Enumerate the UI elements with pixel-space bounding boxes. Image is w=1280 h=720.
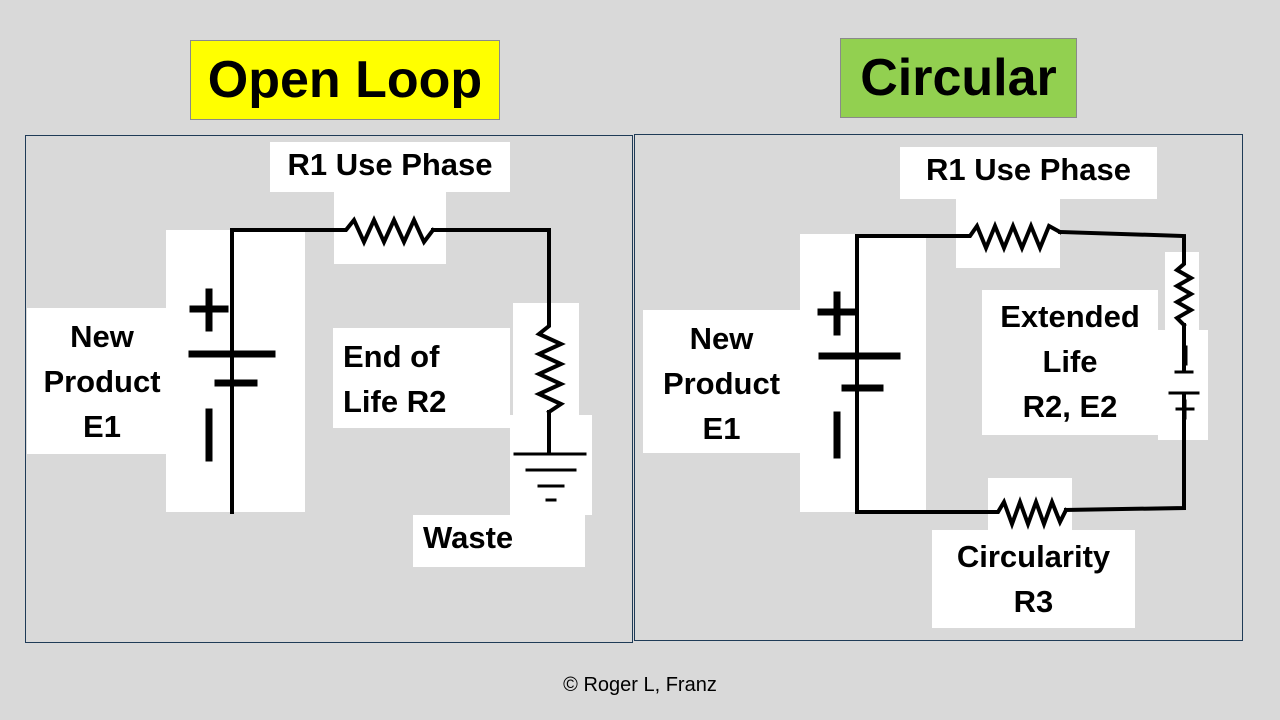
circular-battery-icon — [817, 291, 901, 459]
circularity-label: Circularity R3 — [932, 530, 1135, 628]
open-loop-r2-resistor-icon — [534, 318, 566, 415]
circular-new-product-label: New Product E1 — [643, 310, 800, 453]
open-loop-panel — [25, 135, 633, 643]
circular-r2-resistor-icon — [1172, 258, 1196, 328]
extended-life-label: Extended Life R2, E2 — [982, 290, 1158, 435]
open-loop-r1-resistor-icon — [332, 215, 436, 247]
open-loop-wires — [230, 228, 551, 514]
copyright-footer: © Roger L, Franz — [563, 674, 717, 696]
circular-r1-resistor-icon — [958, 220, 1063, 254]
waste-label: Waste — [413, 515, 585, 567]
circular-r1-label: R1 Use Phase — [900, 147, 1157, 199]
ground-icon — [513, 452, 587, 502]
open-loop-title: Open Loop — [190, 40, 500, 120]
extended-life-battery-icon — [1168, 345, 1200, 420]
circular-wires — [855, 229, 1186, 514]
open-loop-battery-icon — [188, 288, 276, 462]
circular-panel — [634, 134, 1243, 641]
circular-r3-resistor-icon — [988, 496, 1069, 530]
open-loop-r1-label: R1 Use Phase — [270, 142, 510, 192]
circular-title: Circular — [840, 38, 1077, 118]
end-of-life-label: End of Life R2 — [333, 328, 510, 428]
open-loop-new-product-label: New Product E1 — [27, 308, 177, 454]
